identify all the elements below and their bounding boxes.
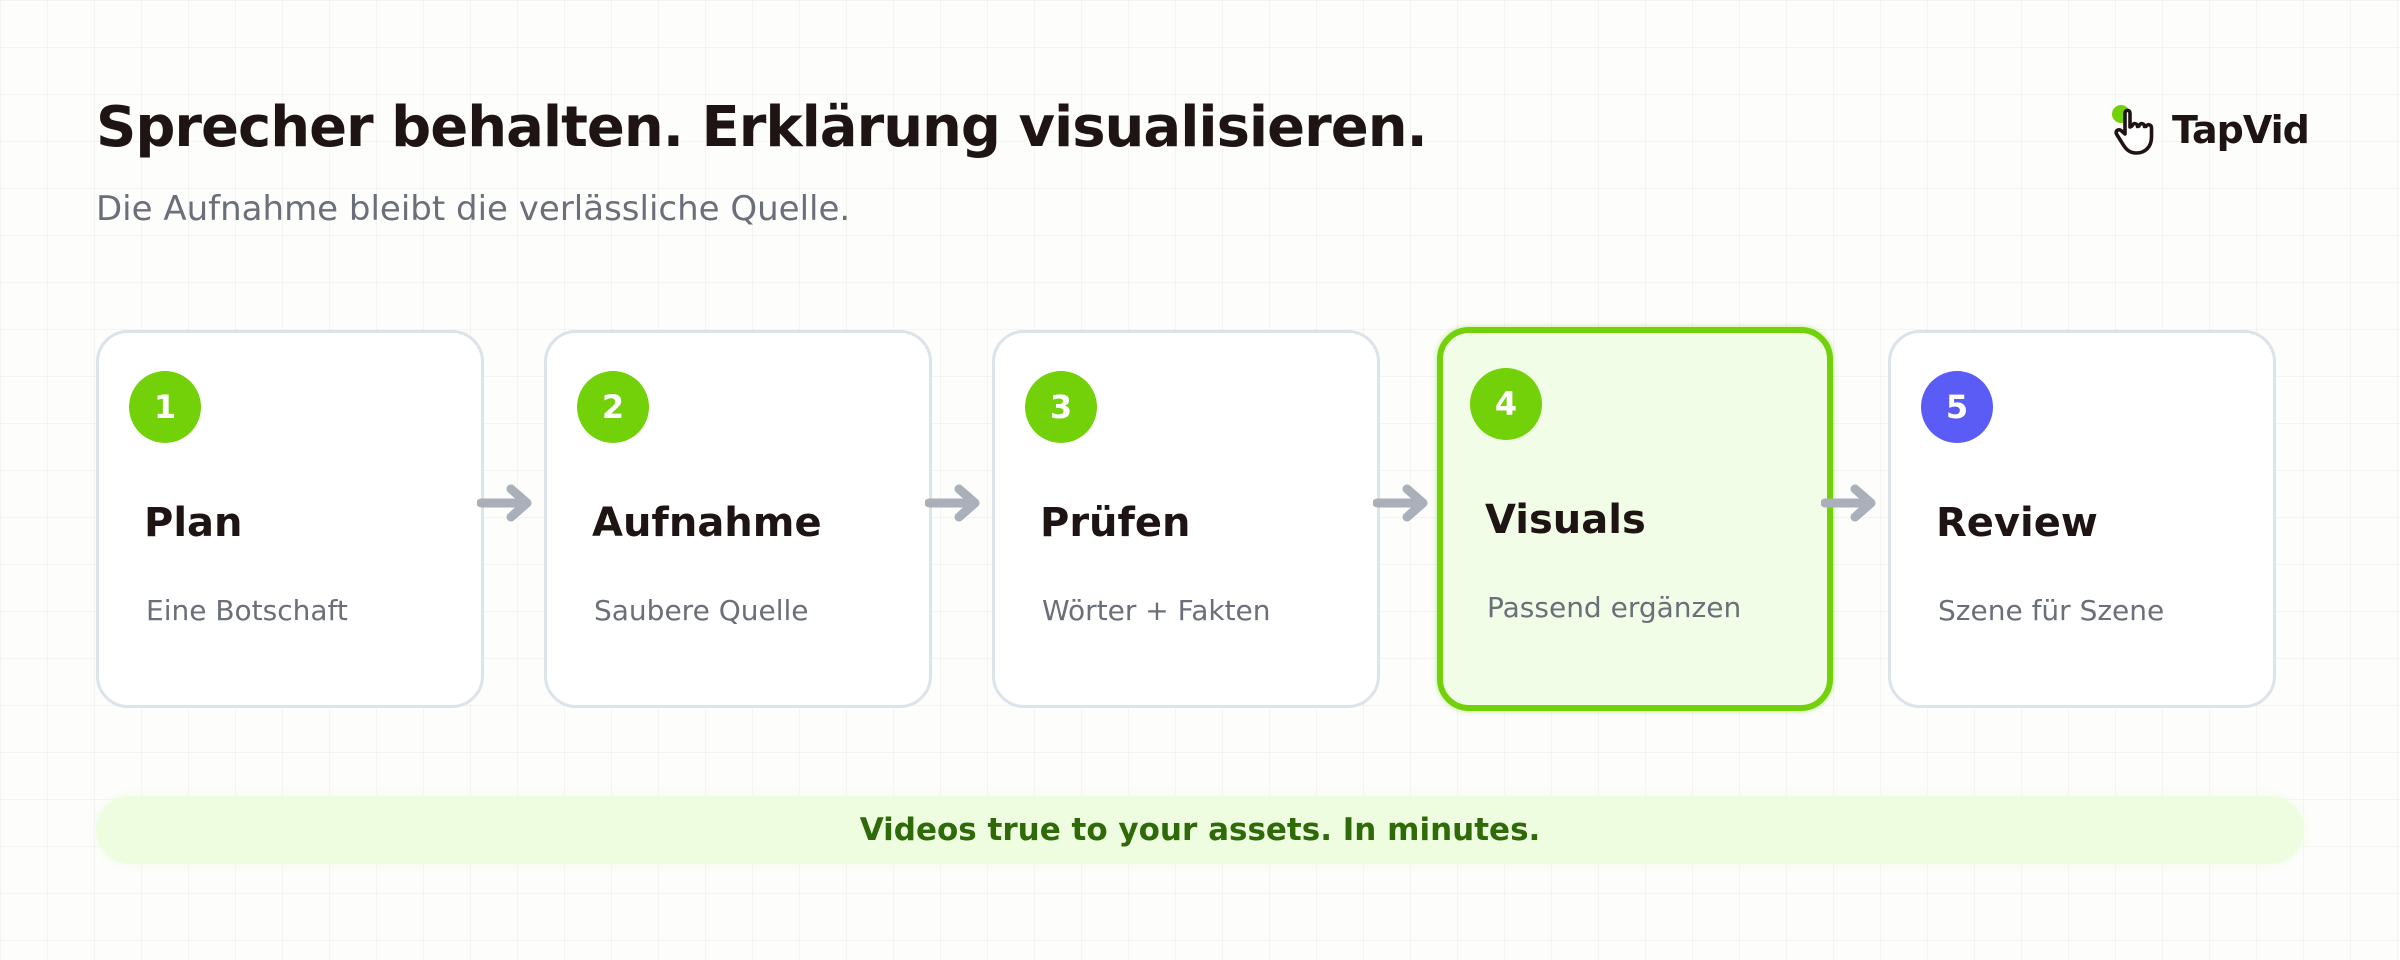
step-card-aufnahme: 2 Aufnahme Saubere Quelle xyxy=(544,330,932,708)
step-number-badge: 3 xyxy=(1025,371,1097,443)
step-card-review: 5 Review Szene für Szene xyxy=(1888,330,2276,708)
arrow-right-icon xyxy=(1373,484,1428,522)
step-card-plan: 1 Plan Eine Botschaft xyxy=(96,330,484,708)
step-title: Prüfen xyxy=(1040,500,1191,546)
step-subtitle: Szene für Szene xyxy=(1938,594,2165,627)
logo-wordmark: TapVid xyxy=(2172,108,2310,152)
page-title: Sprecher behalten. Erklärung visualisier… xyxy=(96,95,1428,160)
step-number-badge: 1 xyxy=(129,371,201,443)
tagline-text: Videos true to your assets. In minutes. xyxy=(859,812,1541,848)
tapvid-logo: TapVid xyxy=(2108,100,2310,160)
step-title: Plan xyxy=(144,500,243,546)
step-title: Review xyxy=(1936,500,2098,546)
page-subtitle: Die Aufnahme bleibt die verlässliche Que… xyxy=(96,189,851,229)
arrow-right-icon xyxy=(477,484,532,522)
step-subtitle: Wörter + Fakten xyxy=(1042,594,1271,627)
step-number-badge: 4 xyxy=(1470,368,1542,440)
step-card-visuals: 4 Visuals Passend ergänzen xyxy=(1437,327,1833,711)
step-title: Aufnahme xyxy=(592,500,822,546)
step-subtitle: Passend ergänzen xyxy=(1487,591,1742,624)
arrow-right-icon xyxy=(1821,484,1876,522)
hand-pointer-icon xyxy=(2112,105,2154,155)
step-title: Visuals xyxy=(1485,497,1646,543)
arrow-right-icon xyxy=(925,484,980,522)
step-number-badge: 2 xyxy=(577,371,649,443)
step-card-pruefen: 3 Prüfen Wörter + Fakten xyxy=(992,330,1380,708)
step-subtitle: Saubere Quelle xyxy=(594,594,809,627)
tagline-banner: Videos true to your assets. In minutes. xyxy=(96,796,2304,864)
step-number-badge: 5 xyxy=(1921,371,1993,443)
step-subtitle: Eine Botschaft xyxy=(146,594,348,627)
